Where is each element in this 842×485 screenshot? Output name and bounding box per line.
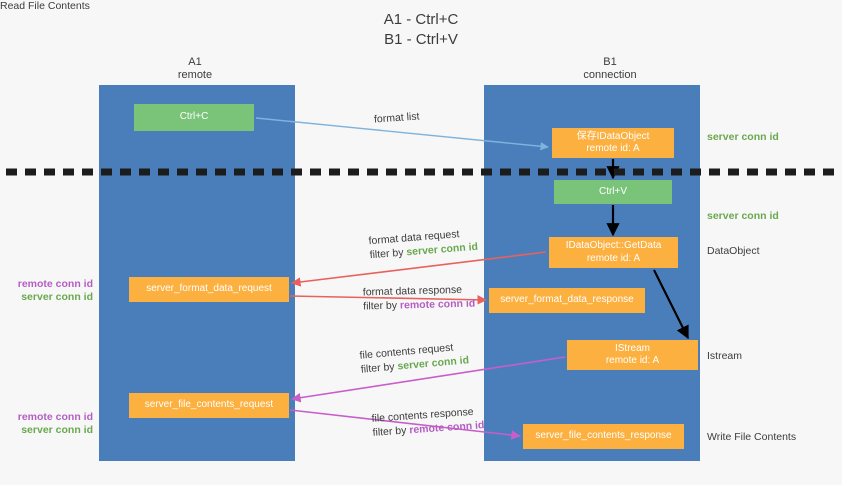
label-write-file-contents: Write File Contents — [707, 431, 797, 443]
box-ctrl-v[interactable]: Ctrl+V — [554, 180, 672, 204]
box-server-file-contents-response[interactable]: server_file_contents_response — [523, 424, 684, 449]
filter-value-remote-conn-id: remote conn id — [408, 419, 485, 437]
box-idataobject-store[interactable]: 保存IDataObject remote id: A — [552, 128, 674, 158]
box-server-format-data-request[interactable]: server_format_data_request — [129, 277, 289, 302]
label-server-conn-id-second: server conn id — [707, 210, 779, 222]
filter-prefix: filter by — [363, 299, 401, 313]
label-server-conn-id-format: server conn id — [21, 291, 93, 303]
label-read-file-contents: Read File Contents — [0, 0, 90, 12]
page-title: A1 - Ctrl+C B1 - Ctrl+V — [383, 11, 459, 48]
column-header-b1: B1 connection — [583, 56, 637, 81]
label-server-conn-id-file: server conn id — [21, 424, 93, 436]
label-conn-ids-format: remote conn id server conn id — [8, 278, 93, 304]
box-server-file-contents-request[interactable]: server_file_contents_request — [129, 393, 289, 418]
filter-prefix: filter by — [372, 424, 410, 439]
column-header-a1: A1 remote — [177, 56, 213, 81]
box-idataobject-getdata[interactable]: IDataObject::GetData remote id: A — [549, 237, 678, 268]
label-remote-conn-id-file: remote conn id — [17, 411, 93, 423]
flow-label-format-list-text: format list — [373, 110, 420, 126]
box-istream[interactable]: IStream remote id: A — [567, 340, 698, 370]
filter-prefix: filter by — [360, 360, 398, 376]
label-istream: Istream — [707, 350, 743, 362]
flow-label-file-contents-request: file contents request filter by server c… — [359, 339, 470, 376]
filter-prefix: filter by — [369, 246, 407, 262]
flow-label-format-list: format list — [374, 109, 420, 126]
box-server-format-data-response[interactable]: server_format_data_response — [489, 288, 645, 313]
box-ctrl-c[interactable]: Ctrl+C — [134, 104, 254, 131]
label-dataobject: DataObject — [707, 245, 760, 257]
flow-label-file-contents-response: file contents response filter by remote … — [371, 404, 485, 440]
flow-label-format-data-request: format data request filter by server con… — [368, 226, 478, 262]
label-server-conn-id-top: server conn id — [707, 131, 779, 143]
flow-label-format-data-response: format data response filter by remote co… — [363, 283, 476, 314]
label-conn-ids-file: remote conn id server conn id — [8, 411, 93, 437]
label-remote-conn-id-format: remote conn id — [17, 278, 93, 290]
flow-label-format-data-response-filter: filter by remote conn id — [363, 297, 475, 314]
filter-value-remote-conn-id: remote conn id — [399, 297, 476, 312]
